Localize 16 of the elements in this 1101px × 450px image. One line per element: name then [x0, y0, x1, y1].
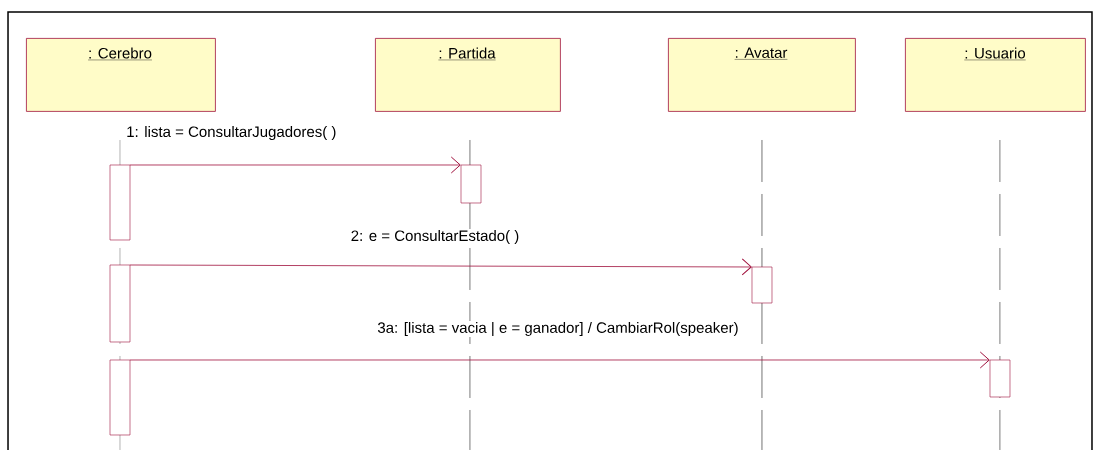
activation-bar — [109, 164, 131, 241]
edge-label: 1: lista = ConsultarJugadores( ) — [125, 125, 338, 141]
object-box: : Usuario — [905, 38, 1086, 112]
activation-bar — [109, 264, 131, 343]
object-box: : Cerebro — [26, 38, 216, 112]
activation-bar — [751, 266, 773, 304]
activation-bar — [460, 164, 482, 204]
activation-bar — [109, 359, 131, 436]
message-arrow — [129, 156, 461, 174]
message-arrow — [129, 351, 990, 369]
activation-bar — [989, 359, 1011, 398]
object-box: : Avatar — [668, 38, 856, 112]
edge-label: 2: e = ConsultarEstado( ) — [349, 229, 521, 245]
object-box: : Partida — [375, 38, 561, 112]
message-arrow — [129, 258, 752, 276]
edge-label: 3a: [lista = vacia | e = ganador] / CambiarRol(speaker) — [376, 320, 740, 337]
